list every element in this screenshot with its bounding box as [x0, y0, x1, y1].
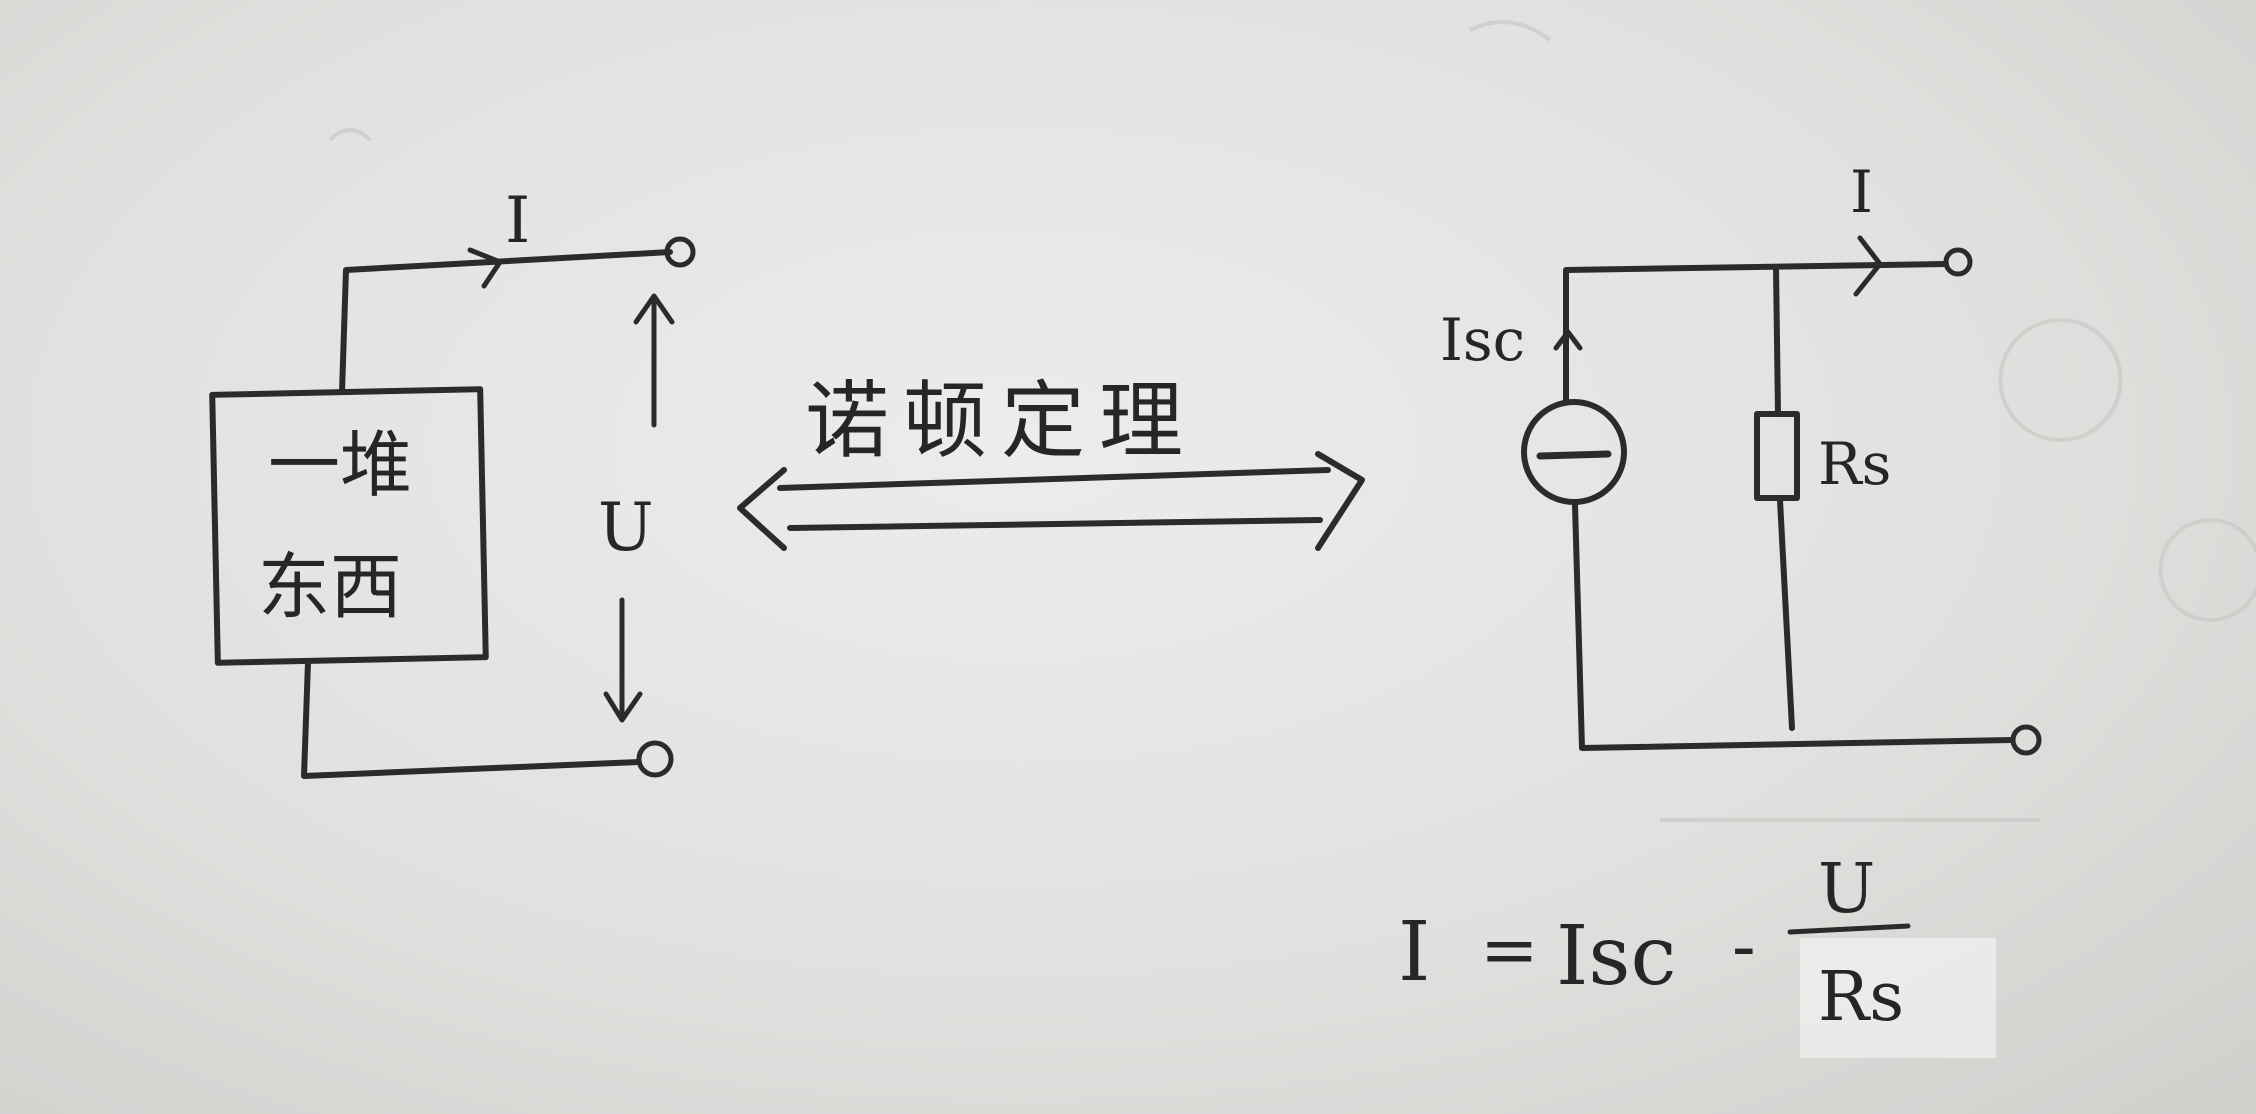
- equation-lhs: I: [1398, 905, 1430, 1000]
- right-bottom-wire: [1572, 502, 2015, 751]
- right-current-arrow: [1853, 235, 1883, 297]
- resistor-rs: [1754, 411, 1800, 501]
- left-current-arrow: [467, 247, 503, 289]
- fraction-bar: [1787, 923, 1911, 935]
- right-circuit: I Isc Rs: [1440, 158, 2042, 756]
- right-top-wire: [1563, 261, 1949, 403]
- voltage-label: U: [598, 489, 654, 566]
- resistor-branch: [1773, 265, 1795, 731]
- left-top-wire: [339, 249, 673, 395]
- equation-minus: -: [1732, 905, 1756, 987]
- right-top-terminal: [1943, 247, 1973, 277]
- norton-equation: I = Isc - U Rs: [1398, 850, 1996, 1058]
- equivalence-arrow: 诺顿定理: [737, 372, 1365, 551]
- fraction-numerator: U: [1818, 850, 1875, 929]
- rs-label: Rs: [1818, 430, 1891, 498]
- box-label-line1: 一堆: [268, 423, 412, 507]
- left-top-terminal: [664, 236, 696, 268]
- equation-equals: =: [1480, 909, 1539, 991]
- right-bottom-terminal: [2010, 724, 2042, 756]
- fraction-denominator: Rs: [1818, 958, 1904, 1037]
- isc-arrow: [1553, 329, 1583, 351]
- left-circuit: 一堆 东西 I U: [209, 184, 696, 779]
- current-source-bar: [1536, 450, 1612, 460]
- right-current-label: I: [1850, 158, 1873, 226]
- theorem-label: 诺顿定理: [805, 372, 1197, 470]
- voltage-down-arrow: [603, 597, 643, 723]
- left-current-label: I: [505, 184, 530, 258]
- equation-isc: Isc: [1556, 909, 1676, 1004]
- voltage-up-arrow: [633, 293, 675, 428]
- double-arrow: [737, 451, 1365, 551]
- black-box: [209, 386, 489, 666]
- background-bleed-through: [328, 20, 2256, 822]
- box-label-line2: 东西: [258, 545, 402, 629]
- isc-label: Isc: [1440, 306, 1525, 374]
- equation-paper-patch: [1800, 938, 1996, 1058]
- current-source-isc: [1521, 399, 1627, 505]
- left-bottom-terminal: [636, 740, 674, 778]
- left-bottom-wire: [301, 659, 641, 779]
